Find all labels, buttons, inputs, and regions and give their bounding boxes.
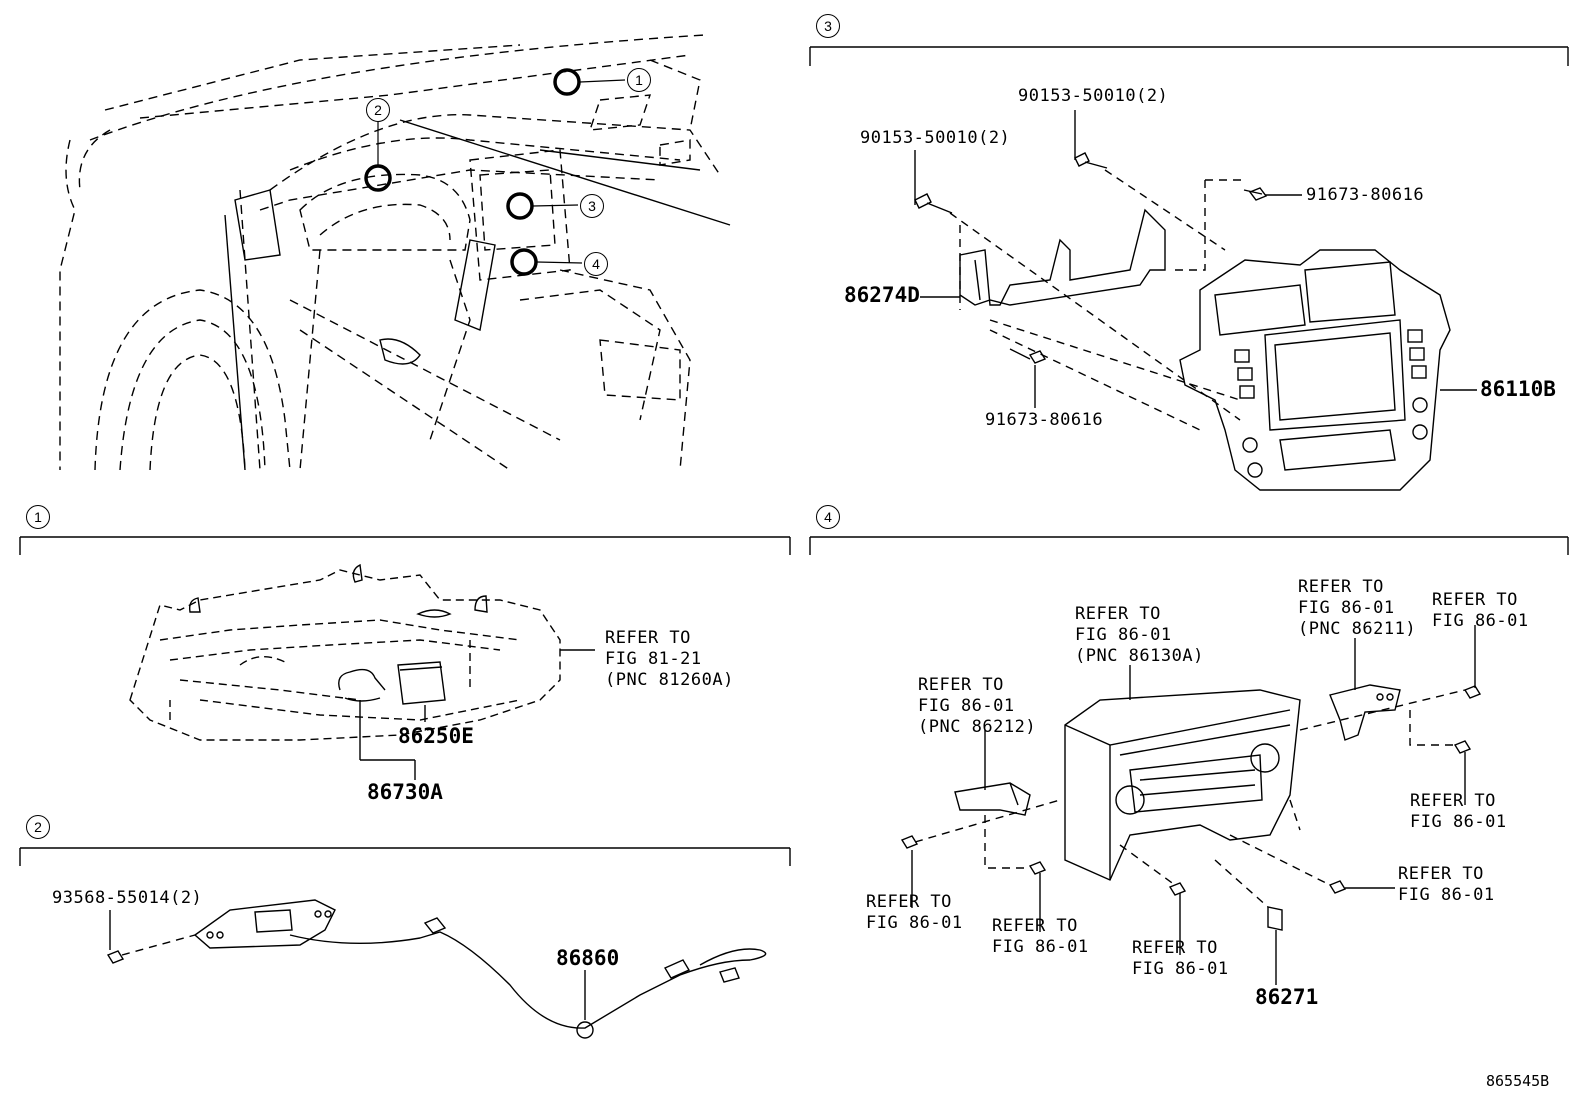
s2-part-86860: 86860	[556, 946, 620, 970]
s2-bolt-label: 93568-55014(2)	[52, 888, 203, 908]
s4-ref-rbracket-3: (PNC 86211)	[1298, 619, 1417, 639]
s4-ref-main-3: (PNC 86130A)	[1075, 646, 1204, 666]
overview-leaders	[377, 79, 626, 264]
s4-ref-lbracket-2: FIG 86-01	[918, 696, 1015, 716]
s4-ref-lbracket-1: REFER TO	[918, 675, 1004, 695]
section3-drawing	[809, 46, 1569, 491]
section4-drawing	[809, 536, 1569, 985]
s3-bolt-label-left: 90153-50010(2)	[860, 128, 1011, 148]
s4-ref-topright-2: FIG 86-01	[1432, 611, 1529, 631]
s4-ref-mid-2: FIG 86-01	[992, 937, 1089, 957]
overview-callout-4: 4	[584, 252, 608, 276]
figure-id: 865545B	[1486, 1072, 1550, 1090]
section3-marker: 3	[816, 14, 840, 38]
overview-callout-3: 3	[580, 194, 604, 218]
overview-callout-2: 2	[366, 98, 390, 122]
overview-location-circles	[364, 68, 581, 276]
s4-ref-center-2: FIG 86-01	[1132, 959, 1229, 979]
s1-part-86730a: 86730A	[367, 780, 443, 804]
dashboard-overview-drawing	[59, 34, 731, 471]
s4-ref-center-1: REFER TO	[1132, 938, 1218, 958]
s4-ref-mid-1: REFER TO	[992, 916, 1078, 936]
overview-callout-1: 1	[627, 68, 651, 92]
s3-panel-label: 86110B	[1480, 377, 1556, 401]
section2-drawing	[19, 847, 791, 1039]
s4-part-86271: 86271	[1255, 985, 1319, 1009]
s4-ref-lbracket-3: (PNC 86212)	[918, 717, 1037, 737]
s3-bolt-label-top: 90153-50010(2)	[1018, 86, 1169, 106]
section4-marker: 4	[816, 505, 840, 529]
s1-refer-line-3: (PNC 81260A)	[605, 670, 734, 690]
section2-marker: 2	[26, 815, 50, 839]
s4-ref-lowright-2: FIG 86-01	[1398, 885, 1495, 905]
section1-marker: 1	[26, 505, 50, 529]
s4-ref-main-2: FIG 86-01	[1075, 625, 1172, 645]
s4-ref-main-1: REFER TO	[1075, 604, 1161, 624]
s4-ref-left-2: FIG 86-01	[866, 913, 963, 933]
s4-ref-topright-1: REFER TO	[1432, 590, 1518, 610]
s3-bracket-label: 86274D	[844, 283, 920, 307]
s3-screw-label-bottom: 91673-80616	[985, 410, 1104, 430]
s1-part-86250e: 86250E	[398, 724, 474, 748]
s4-ref-left-1: REFER TO	[866, 892, 952, 912]
s3-screw-label-right: 91673-80616	[1306, 185, 1425, 205]
s4-ref-right-2: FIG 86-01	[1410, 812, 1507, 832]
s1-refer-line-1: REFER TO	[605, 628, 691, 648]
s4-ref-rbracket-2: FIG 86-01	[1298, 598, 1395, 618]
s4-ref-rbracket-1: REFER TO	[1298, 577, 1384, 597]
s4-ref-right-1: REFER TO	[1410, 791, 1496, 811]
s4-ref-lowright-1: REFER TO	[1398, 864, 1484, 884]
s1-refer-line-2: FIG 81-21	[605, 649, 702, 669]
section1-drawing	[19, 536, 791, 780]
